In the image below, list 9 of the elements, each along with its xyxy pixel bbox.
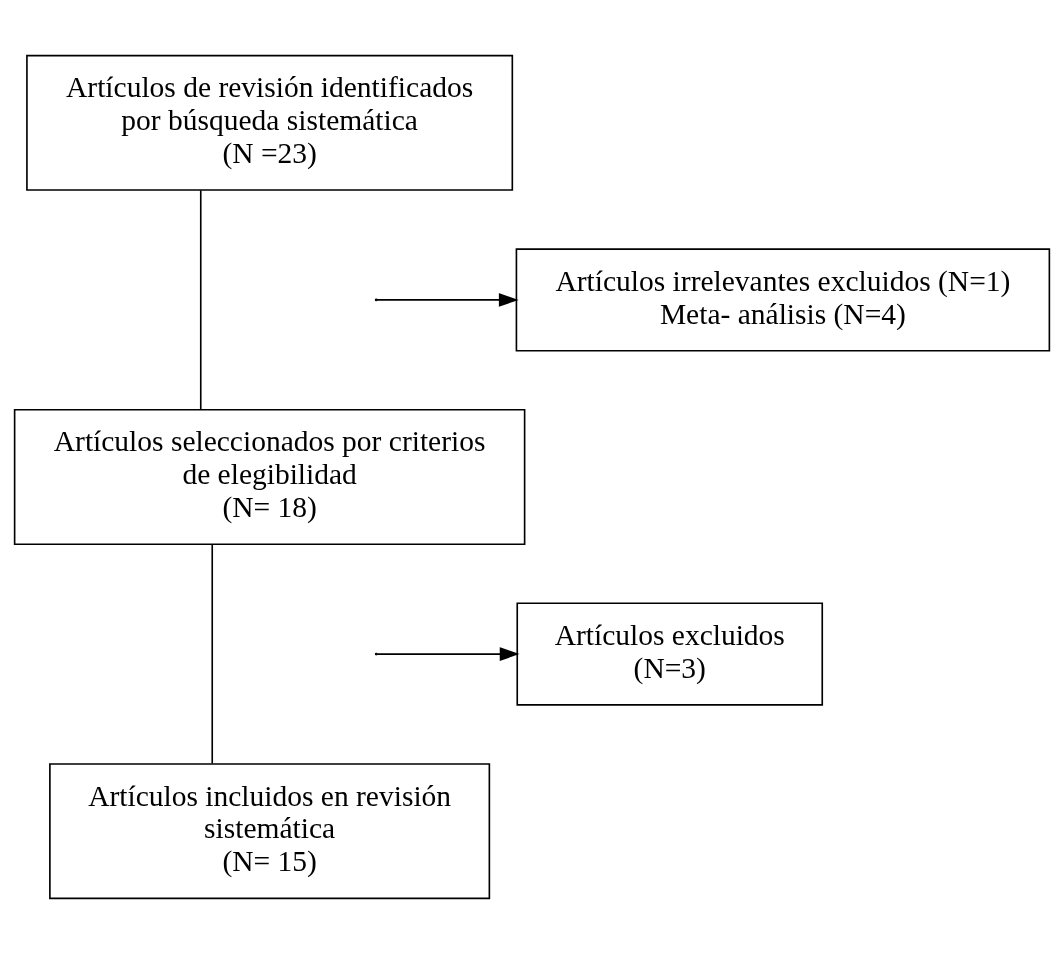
node-box: Artículos excluidos (N=3) — [516, 601, 824, 706]
node-box: Artículos seleccionados por criterios de elegibilidad (N= 18) — [13, 408, 526, 545]
node-box: Artículos de revisión identificados por búsqueda sistemática (N =23) — [26, 54, 514, 191]
connector — [199, 188, 202, 410]
connector — [211, 543, 214, 764]
arrow — [376, 292, 519, 307]
arrow — [376, 646, 520, 661]
node-box: Artículos incluidos en revisión sistemática (N= 15) — [49, 762, 491, 899]
node-box: Artículos irrelevantes excluidos (N=1) Meta- análisis (N=4) — [515, 247, 1051, 352]
